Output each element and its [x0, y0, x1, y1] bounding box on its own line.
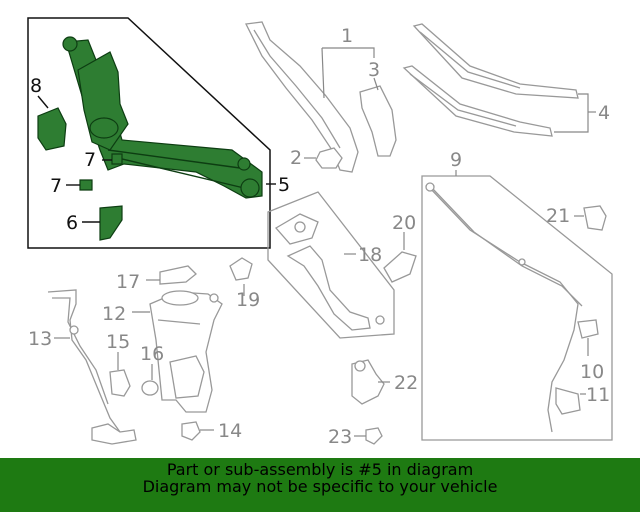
callout-21: 21	[546, 205, 570, 227]
grommet-23[interactable]	[365, 427, 383, 445]
callout-16: 16	[140, 343, 164, 365]
bolt-upper[interactable]	[111, 153, 123, 165]
callout-12: 12	[102, 303, 126, 325]
footer-line-2: Diagram may not be specific to your vehi…	[142, 477, 498, 496]
footer-banner: Part or sub-assembly is #5 in diagram Di…	[0, 458, 640, 512]
drain-plug-14[interactable]	[181, 421, 201, 441]
filler-cap[interactable]	[383, 251, 417, 283]
wiper-arms[interactable]	[245, 21, 397, 173]
callout-8: 8	[30, 75, 42, 97]
parts-diagram: 8 7 7 6 5 1 3 2 4 9 10 11 21	[27, 17, 613, 448]
callout-11: 11	[586, 384, 610, 406]
callout-17: 17	[116, 271, 140, 293]
bolt-lower[interactable]	[79, 179, 93, 191]
seal-17[interactable]	[159, 265, 197, 285]
callout-1: 1	[341, 25, 353, 47]
callout-6: 6	[66, 212, 78, 234]
reservoir-hose[interactable]	[47, 289, 137, 445]
washer-pump-15[interactable]	[109, 369, 131, 397]
grommet-16[interactable]	[141, 380, 159, 396]
washer-hose[interactable]	[425, 182, 599, 433]
washer-reservoir[interactable]	[149, 290, 223, 413]
callout-10: 10	[580, 361, 604, 383]
mount-bracket[interactable]	[99, 205, 123, 241]
arm-nut[interactable]	[315, 147, 343, 169]
motor-cover[interactable]	[37, 107, 67, 151]
callout-23: 23	[328, 426, 352, 448]
callout-19: 19	[236, 289, 260, 311]
callout-18: 18	[358, 244, 382, 266]
filler-neck[interactable]	[274, 213, 385, 331]
callout-4: 4	[598, 102, 610, 124]
callout-13: 13	[28, 328, 52, 350]
callout-14: 14	[218, 420, 242, 442]
footer-line-1: Part or sub-assembly is #5 in diagram	[166, 460, 474, 479]
grommet-19[interactable]	[229, 257, 253, 281]
filler-box	[267, 191, 395, 339]
wiper-linkage-group[interactable]	[27, 17, 271, 249]
callout-3: 3	[368, 59, 380, 81]
hose-box	[421, 175, 613, 441]
callout-7a: 7	[84, 149, 96, 171]
callout-15: 15	[106, 331, 130, 353]
callout-7b: 7	[50, 175, 62, 197]
callout-9: 9	[450, 149, 462, 171]
callout-2: 2	[290, 147, 302, 169]
callout-20: 20	[392, 212, 416, 234]
wiper-blades[interactable]	[402, 23, 579, 137]
callout-22: 22	[394, 372, 418, 394]
connector-21[interactable]	[583, 205, 607, 231]
callout-5: 5	[278, 174, 290, 196]
